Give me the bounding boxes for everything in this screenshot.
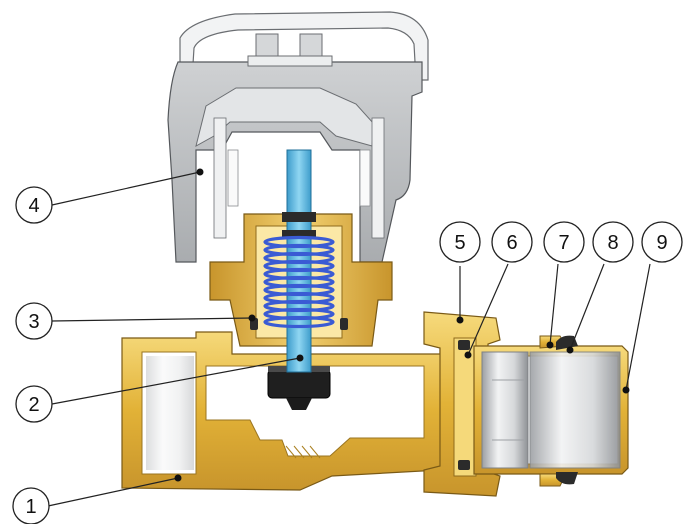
- callout-4: 4: [15, 186, 53, 224]
- valve-spring: [263, 235, 335, 329]
- callout-6: 6: [491, 221, 533, 263]
- callout-7-label: 7: [558, 232, 569, 254]
- callout-5: 5: [439, 221, 481, 263]
- tail-piece: [473, 335, 629, 487]
- callout-3-label: 3: [28, 311, 39, 333]
- callout-9-label: 9: [656, 232, 667, 254]
- callout-2: 2: [15, 385, 53, 423]
- callout-4-label: 4: [28, 195, 39, 217]
- valve-cap: [167, 11, 429, 263]
- spring-coil: [263, 315, 335, 329]
- callout-8: 8: [592, 221, 634, 263]
- leader-lines: [47, 171, 651, 507]
- callout-7: 7: [543, 221, 585, 263]
- callout-8-label: 8: [607, 232, 618, 254]
- callout-3: 3: [15, 302, 53, 340]
- callout-6-label: 6: [506, 232, 517, 254]
- callout-2-label: 2: [28, 394, 39, 416]
- valve-body: [121, 213, 455, 491]
- callout-1-label: 1: [25, 496, 36, 518]
- callout-9: 9: [641, 221, 683, 263]
- leader-dots: [174, 168, 630, 482]
- callout-1: 1: [12, 487, 50, 525]
- callout-5-label: 5: [454, 232, 465, 254]
